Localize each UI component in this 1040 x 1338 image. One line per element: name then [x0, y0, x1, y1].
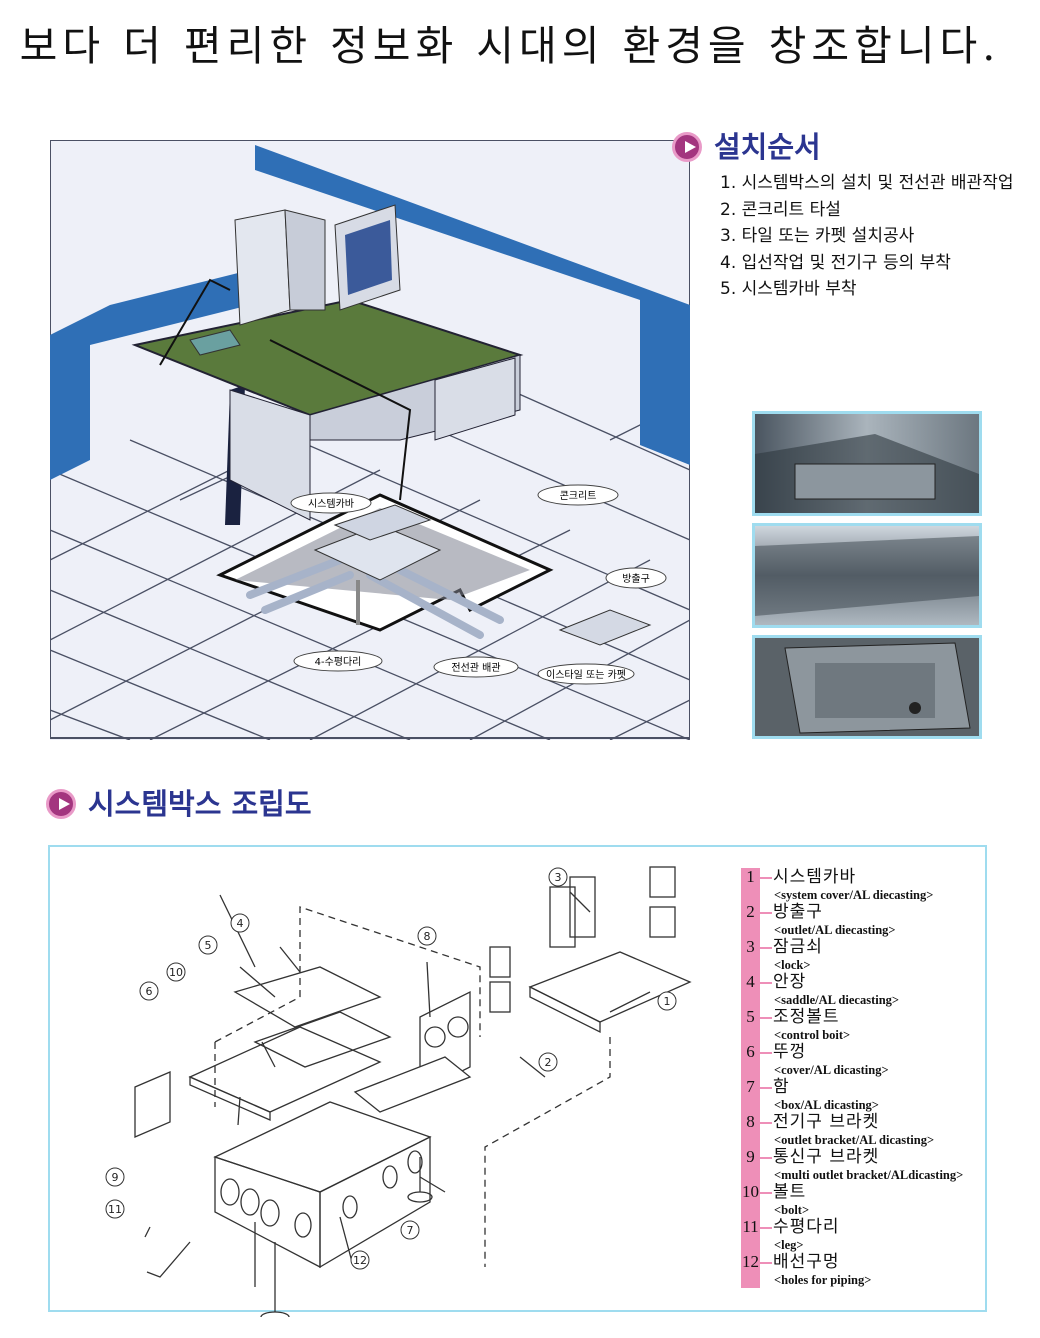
- leader-dash: [760, 1122, 772, 1124]
- part-name-en: <leg>: [774, 1238, 804, 1252]
- photo-box-installed: [752, 411, 982, 516]
- label-concrete: 콘크리트: [560, 490, 597, 502]
- install-order-heading: 설치순서: [672, 127, 821, 165]
- part-name-en: <outlet bracket/AL dicasting>: [774, 1133, 935, 1147]
- part-name-ko: 배선구멍: [773, 1252, 840, 1272]
- legend-item: 6 뚜껑<cover/AL dicasting>: [741, 1043, 986, 1078]
- part-name-en: <holes for piping>: [774, 1273, 872, 1287]
- play-bullet-icon: [46, 789, 76, 819]
- callout-3: 3: [555, 871, 562, 884]
- installation-illustration: 시스템카바 콘크리트 방출구 4-수평다리 전선관 배관 이스타일 또는 카펫: [49, 139, 691, 741]
- part-number: 6: [746, 1042, 755, 1061]
- part-number: 11: [742, 1217, 759, 1236]
- part-name-en: <bolt>: [774, 1203, 810, 1217]
- callout-12: 12: [353, 1254, 367, 1267]
- part-number: 12: [742, 1252, 759, 1271]
- leader-dash: [760, 1227, 772, 1229]
- legend-item: 2 방출구<outlet/AL diecasting>: [741, 903, 986, 938]
- part-number: 1: [746, 867, 755, 886]
- part-name-en: <multi outlet bracket/ALdicasting>: [774, 1168, 964, 1182]
- callout-numbers: 1 2 3 4 5 6 7 8 9 10 11 12: [105, 867, 677, 1270]
- leader-dash: [760, 1017, 772, 1019]
- part-name-en: <cover/AL dicasting>: [774, 1063, 889, 1077]
- part-number: 2: [746, 902, 755, 921]
- exploded-assembly-diagram: 1 2 3 4 5 6 7 8 9 10 11 12: [105, 866, 692, 1317]
- callout-11: 11: [108, 1203, 122, 1216]
- leader-dash: [760, 982, 772, 984]
- callout-6: 6: [146, 985, 153, 998]
- callout-4: 4: [237, 917, 244, 930]
- part-name-ko: 방출구: [773, 902, 823, 922]
- part-name-en: <box/AL dicasting>: [774, 1098, 879, 1112]
- legend-item: 1 시스템카바<system cover/AL diecasting>: [741, 868, 986, 903]
- install-step: 2. 콘크리트 타설: [720, 199, 841, 220]
- part-name-en: <lock>: [774, 958, 811, 972]
- label-piping: 전선관 배관: [451, 662, 500, 674]
- part-number: 10: [742, 1182, 759, 1201]
- legend-item: 10 볼트<bolt>: [741, 1183, 986, 1218]
- part-name-ko: 안장: [773, 972, 807, 992]
- label-tile: 이스타일 또는 카펫: [546, 669, 626, 681]
- callout-5: 5: [205, 939, 212, 952]
- part-number: 3: [746, 937, 755, 956]
- part-name-ko: 볼트: [773, 1182, 807, 1202]
- legend-item: 3 잠금쇠<lock>: [741, 938, 986, 973]
- page-title: 보다 더 편리한 정보화 시대의 환경을 창조합니다.: [19, 22, 1001, 70]
- assembly-heading: 시스템박스 조립도: [46, 784, 312, 822]
- install-step: 3. 타일 또는 카펫 설치공사: [720, 226, 915, 246]
- part-number: 9: [746, 1147, 755, 1166]
- part-number: 8: [746, 1112, 755, 1131]
- part-number: 7: [746, 1077, 755, 1096]
- legend-item: 4 안장<saddle/AL diecasting>: [741, 973, 986, 1008]
- part-name-en: <outlet/AL diecasting>: [774, 923, 896, 937]
- leader-dash: [760, 1087, 772, 1089]
- part-name-en: <control boit>: [774, 1028, 851, 1042]
- photo-box-body: [752, 523, 982, 628]
- part-name-en: <saddle/AL diecasting>: [774, 993, 900, 1007]
- part-name-ko: 수평다리: [773, 1217, 840, 1237]
- part-number: 4: [746, 972, 755, 991]
- part-name-ko: 통신구 브라켓: [773, 1147, 880, 1167]
- callout-7: 7: [407, 1224, 414, 1237]
- part-name-en: <system cover/AL diecasting>: [774, 888, 934, 902]
- leader-dash: [760, 947, 772, 949]
- leader-dash: [760, 1192, 772, 1194]
- leader-dash: [760, 1157, 772, 1159]
- legend-item: 5 조정볼트<control boit>: [741, 1008, 986, 1043]
- legend-item: 12 배선구멍<holes for piping>: [741, 1253, 986, 1288]
- part-name-ko: 잠금쇠: [773, 937, 823, 957]
- install-step: 5. 시스템카바 부착: [720, 279, 857, 299]
- legend-bar: [741, 868, 760, 1288]
- photo-box-cover: [752, 635, 982, 739]
- label-outlet: 방출구: [622, 573, 650, 585]
- install-steps-list: 1. 시스템박스의 설치 및 전선관 배관작업 2. 콘크리트 타설 3. 타일…: [720, 170, 1013, 303]
- install-step: 4. 입선작업 및 전기구 등의 부착: [720, 252, 951, 273]
- label-leg: 4-수평다리: [315, 656, 362, 668]
- callout-8: 8: [424, 930, 431, 943]
- callout-1: 1: [664, 995, 671, 1008]
- label-system-cover: 시스템카바: [308, 498, 354, 510]
- callout-9: 9: [112, 1171, 119, 1184]
- callout-10: 10: [169, 966, 183, 979]
- leader-dash: [760, 877, 772, 879]
- part-name-ko: 뚜껑: [773, 1042, 807, 1062]
- part-name-ko: 함: [773, 1077, 790, 1097]
- callout-2: 2: [545, 1056, 552, 1069]
- install-step: 1. 시스템박스의 설치 및 전선관 배관작업: [720, 173, 1014, 193]
- leader-dash: [760, 912, 772, 914]
- part-name-ko: 전기구 브라켓: [773, 1112, 880, 1132]
- play-bullet-icon: [672, 132, 702, 162]
- legend-item: 9 통신구 브라켓<multi outlet bracket/ALdicastin…: [741, 1148, 986, 1183]
- leader-dash: [760, 1262, 772, 1264]
- legend-item: 11 수평다리<leg>: [741, 1218, 986, 1253]
- legend-item: 8 전기구 브라켓<outlet bracket/AL dicasting>: [741, 1113, 986, 1148]
- leader-dash: [760, 1052, 772, 1054]
- part-name-ko: 시스템카바: [773, 867, 857, 887]
- part-name-ko: 조정볼트: [773, 1007, 840, 1027]
- part-number: 5: [746, 1007, 755, 1026]
- assembly-diagram-frame: 1 2 3 4 5 6 7 8 9 10 11 12: [48, 845, 987, 1317]
